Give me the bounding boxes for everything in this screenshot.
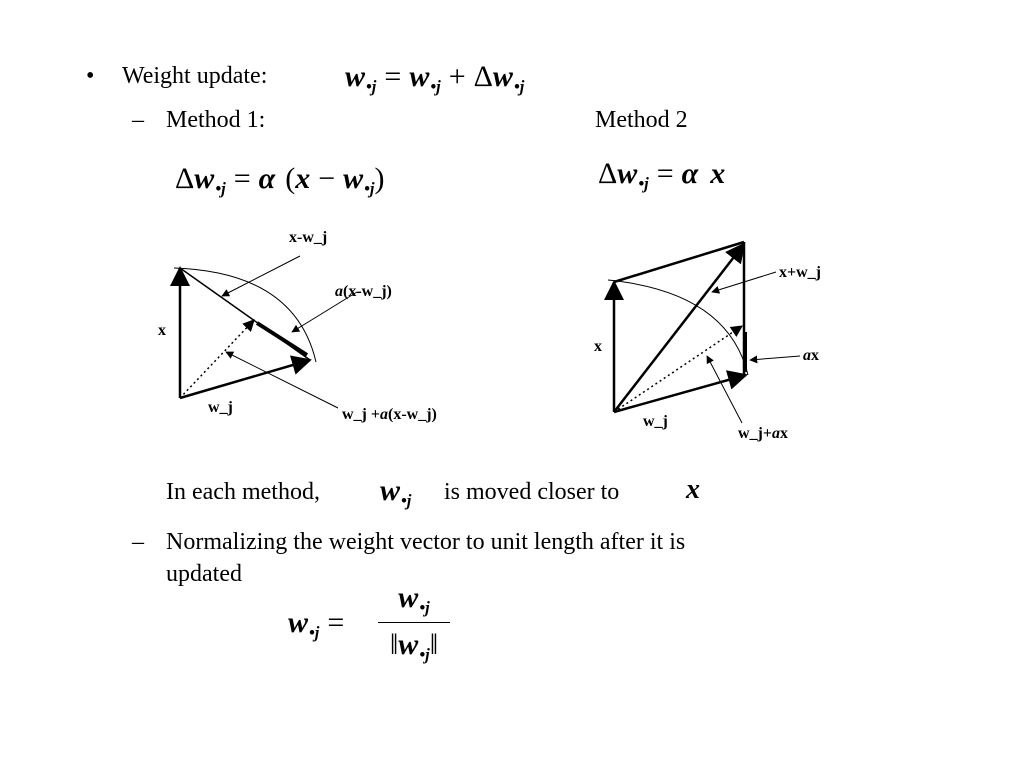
d1-alpha-step <box>255 321 309 357</box>
d2-unit-arc <box>607 279 749 376</box>
d2-x-plus-w-vector <box>613 242 746 413</box>
closer-w-symbol: w•j <box>380 474 412 510</box>
d1-w-vector <box>179 355 312 400</box>
method1-equation: Δw•j=α(x−w•j) <box>175 162 385 198</box>
normalize-text-line1: Normalizing the weight vector to unit le… <box>166 529 686 555</box>
d1-pointer-x-minus-w <box>221 255 301 297</box>
diagram1 <box>170 255 358 409</box>
d2-pointer-x-plus-w <box>711 271 777 294</box>
sub-bullet-marker-2: – <box>132 529 144 555</box>
d1-label-x-minus-w: x-w_j <box>289 229 328 246</box>
d1-label-x: x <box>158 322 166 339</box>
d2-pointer-alpha <box>749 355 801 364</box>
weight-update-label: Weight update: <box>122 63 268 89</box>
closer-middle: is moved closer to <box>444 479 620 505</box>
d1-label-alpha-step: a(x-w_j) <box>335 283 392 300</box>
d1-pointer-alpha <box>291 291 358 333</box>
d1-label-w: w_j <box>208 399 233 416</box>
method1-label: Method 1: <box>166 107 266 133</box>
closer-x-symbol: x <box>686 474 700 505</box>
d2-top-edge <box>613 240 745 284</box>
d1-pointer-result <box>225 351 339 409</box>
d2-pointer-result <box>706 355 743 424</box>
normalize-fraction: w•j ‖w•j‖ <box>378 580 450 667</box>
d1-unit-arc <box>173 267 317 363</box>
d2-label-x-plus-w: x+w_j <box>779 264 821 281</box>
normalize-numerator: w•j <box>398 581 430 617</box>
d2-label-alpha-step: ax <box>803 347 819 364</box>
d2-w-vector <box>613 370 748 414</box>
normalize-lhs: w•j= <box>288 606 345 642</box>
d2-new-w-dotted <box>613 325 743 413</box>
normalize-denominator: ‖w•j‖ <box>389 628 439 664</box>
method2-label: Method 2 <box>595 107 688 133</box>
bullet-marker: • <box>86 63 95 89</box>
sub-bullet-marker-1: – <box>132 107 144 133</box>
d2-label-x: x <box>594 338 602 355</box>
d1-label-result: w_j +a(x-w_j) <box>342 406 437 423</box>
normalize-text-line2: updated <box>166 561 242 587</box>
d2-label-result: w_j+ax <box>738 425 788 442</box>
closer-prefix: In each method, <box>166 479 320 505</box>
diagram2 <box>604 240 801 424</box>
update-equation: w•j=w•j+Δw•j <box>345 60 525 96</box>
d2-label-w: w_j <box>643 413 668 430</box>
fraction-bar <box>378 622 450 623</box>
